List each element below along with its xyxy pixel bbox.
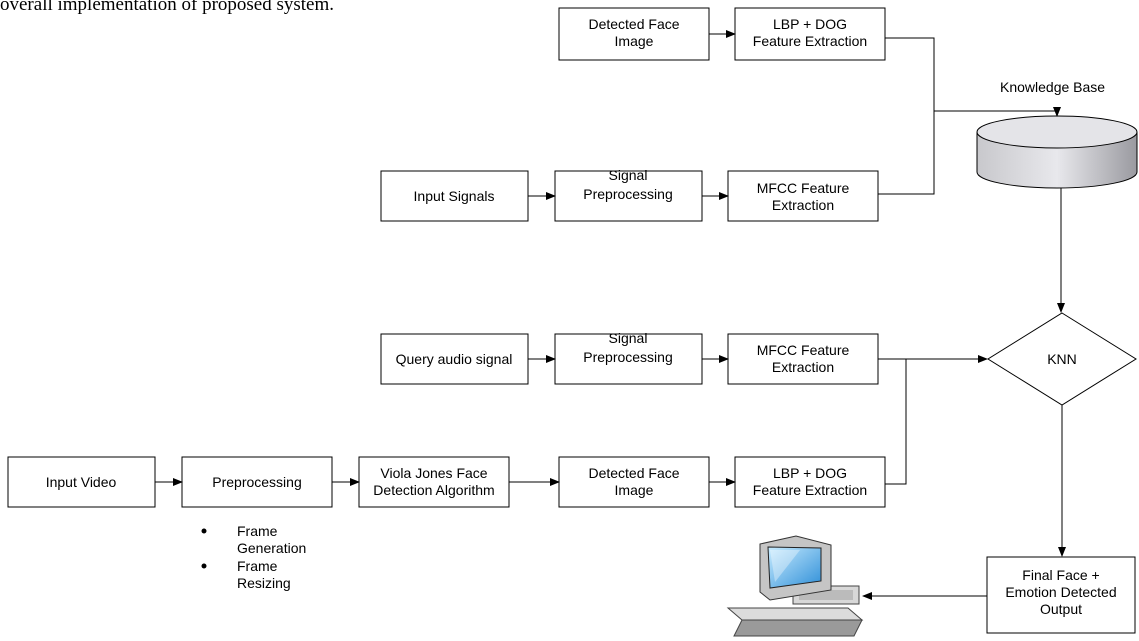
viola-jones-block: Viola Jones Face Detection Algorithm	[358, 456, 510, 508]
lbp-dog-query-line2: Feature Extraction	[753, 482, 867, 498]
step-frame-resizing-line1: Frame	[237, 558, 278, 574]
arrow-bus-to-knowledge-base	[934, 107, 1061, 117]
preprocessing-label: Preprocessing	[212, 474, 302, 490]
signal-preprocessing-query-block: Signal Preprocessing	[554, 330, 703, 385]
final-output-line2: Emotion Detected	[1005, 584, 1116, 600]
input-video-label: Input Video	[46, 474, 117, 490]
mfcc-train-line2: Extraction	[772, 197, 834, 213]
step-frame-resizing-line2: Resizing	[237, 575, 291, 591]
detected-face-image-train-line2: Image	[615, 33, 654, 49]
lbp-dog-train-block: LBP + DOG Feature Extraction	[734, 7, 886, 61]
preprocessing-steps-list: Frame Generation Frame Resizing	[201, 523, 306, 591]
mfcc-query-block: MFCC Feature Extraction	[727, 333, 879, 385]
step-frame-generation-line2: Generation	[237, 540, 306, 556]
query-audio-signal-block: Query audio signal	[380, 333, 529, 385]
lbp-dog-query-line1: LBP + DOG	[773, 465, 847, 481]
viola-jones-line1: Viola Jones Face	[380, 465, 487, 481]
detected-face-image-query-line1: Detected Face	[588, 465, 679, 481]
signal-preprocessing-train-block: Signal Preprocessing	[554, 167, 703, 222]
input-video-block: Input Video	[7, 456, 156, 508]
mfcc-train-block: MFCC Feature Extraction	[727, 170, 879, 222]
mfcc-train-line1: MFCC Feature	[757, 180, 850, 196]
bullet-frame-resizing	[201, 563, 207, 569]
detected-face-image-train-block: Detected Face Image	[558, 7, 710, 61]
input-signals-block: Input Signals	[380, 170, 529, 222]
step-frame-generation-line1: Frame	[237, 523, 278, 539]
mfcc-query-line2: Extraction	[772, 359, 834, 375]
detected-face-image-query-block: Detected Face Image	[558, 456, 710, 508]
detected-face-image-query-line2: Image	[615, 482, 654, 498]
final-output-block: Final Face + Emotion Detected Output	[986, 556, 1136, 634]
input-signals-label: Input Signals	[414, 188, 495, 204]
signal-preprocessing-query-line1: Signal	[609, 330, 648, 346]
knn-label: KNN	[1047, 351, 1077, 367]
lbp-dog-query-block: LBP + DOG Feature Extraction	[734, 456, 886, 508]
knn-decision-block: KNN	[987, 312, 1137, 406]
signal-preprocessing-train-line2: Preprocessing	[583, 186, 673, 202]
knowledge-base-label: Knowledge Base	[1000, 79, 1105, 95]
lbp-dog-train-line2: Feature Extraction	[753, 33, 867, 49]
query-audio-signal-label: Query audio signal	[396, 351, 513, 367]
bullet-frame-generation	[201, 528, 207, 534]
signal-preprocessing-train-line1: Signal	[609, 167, 648, 183]
final-output-line3: Output	[1040, 601, 1082, 617]
connector-lbp-query-to-knn	[885, 359, 907, 485]
final-output-line1: Final Face +	[1022, 567, 1099, 583]
caption-text: overall implementation of proposed syste…	[0, 0, 335, 15]
knowledge-base-cylinder	[976, 115, 1138, 189]
signal-preprocessing-query-line2: Preprocessing	[583, 349, 673, 365]
preprocessing-block: Preprocessing	[181, 456, 333, 508]
lbp-dog-train-line1: LBP + DOG	[773, 16, 847, 32]
connector-lbp-train-to-bus	[878, 37, 935, 195]
detected-face-image-train-line1: Detected Face	[588, 16, 679, 32]
computer-icon	[726, 535, 864, 637]
viola-jones-line2: Detection Algorithm	[373, 482, 494, 498]
mfcc-query-line1: MFCC Feature	[757, 342, 850, 358]
